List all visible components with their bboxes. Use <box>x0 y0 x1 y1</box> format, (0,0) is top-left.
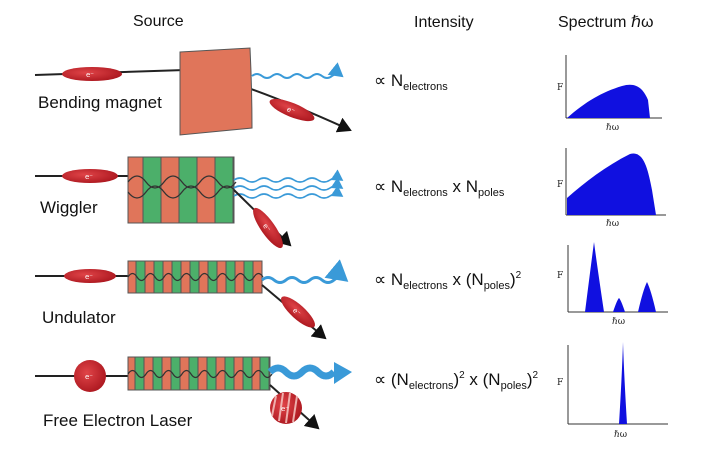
radiation-beam <box>267 364 337 380</box>
x-axis-label: ℏω <box>614 430 627 440</box>
electron-bunch: e⁻ <box>74 360 106 392</box>
radiation-wave <box>233 169 344 183</box>
electron-label: e⁻ <box>86 71 94 79</box>
radiation-wave <box>233 185 344 199</box>
spectrum-peak <box>613 298 625 312</box>
electron-bunch-deflected: e⁻ <box>269 98 315 122</box>
spectrum-curve <box>567 153 656 215</box>
electron-bunch-deflected: e⁻ <box>270 392 302 424</box>
spectrum-plot: F ℏω <box>557 148 666 229</box>
header-source: Source <box>133 13 184 30</box>
row-undulator: e⁻ e⁻ Undulator ∝ Nelectrons x (Npoles)2 <box>35 242 668 340</box>
radiation-wave <box>233 177 344 191</box>
source-label: Bending magnet <box>38 93 162 112</box>
radiation-wave <box>251 62 344 79</box>
fel-magnet-array <box>127 356 273 391</box>
electron-bunch: e⁻ <box>64 269 116 283</box>
wiggler-magnet-array <box>127 156 237 224</box>
spectrum-plot: F ℏω <box>557 342 668 440</box>
intensity-formula: ∝ Nelectrons <box>374 71 448 93</box>
svg-text:e⁻: e⁻ <box>285 105 296 116</box>
electron-bunch: e⁻ <box>62 169 118 183</box>
y-axis-label: F <box>557 271 563 281</box>
header-intensity: Intensity <box>414 14 474 31</box>
svg-text:e⁻: e⁻ <box>291 306 303 318</box>
svg-text:e⁻: e⁻ <box>85 173 93 181</box>
intensity-formula: ∝ Nelectrons x Npoles <box>374 177 505 199</box>
radiation-wave <box>261 259 349 284</box>
svg-text:e⁻: e⁻ <box>85 373 93 381</box>
bending-magnet-block <box>179 47 253 136</box>
spectrum-peak <box>619 342 627 424</box>
source-label: Free Electron Laser <box>43 411 193 430</box>
svg-text:e⁻: e⁻ <box>85 273 93 281</box>
electron-bunch-deflected: e⁻ <box>253 207 283 249</box>
electron-bunch-deflected: e⁻ <box>280 296 316 328</box>
x-axis-label: ℏω <box>612 317 625 327</box>
source-label: Wiggler <box>40 198 98 217</box>
spectrum-plot: F ℏω <box>557 242 668 327</box>
y-axis-label: F <box>557 378 563 388</box>
source-label: Undulator <box>42 308 116 327</box>
row-free-electron-laser: e⁻ e⁻ Free Electron Las <box>35 342 668 440</box>
spectrum-peak <box>585 242 604 312</box>
spectrum-plot: F ℏω <box>557 55 662 133</box>
y-axis-label: F <box>557 83 563 93</box>
radiation-beam-head <box>334 362 352 384</box>
row-bending-magnet: e⁻ e⁻ Bending magnet ∝ Nelectrons F ℏω <box>34 47 662 136</box>
x-axis-label: ℏω <box>606 219 619 229</box>
intensity-formula: ∝ Nelectrons x (Npoles)2 <box>374 270 522 292</box>
spectrum-peak <box>638 282 656 312</box>
x-axis-label: ℏω <box>606 123 619 133</box>
header-spectrum: Spectrum ℏω <box>558 14 654 31</box>
row-wiggler: e⁻ e⁻ Wiggler ∝ Nelectrons x Npoles <box>35 148 666 249</box>
intensity-formula: ∝ (Nelectrons)2 x (Npoles)2 <box>374 370 539 392</box>
svg-text:e⁻: e⁻ <box>281 405 289 413</box>
y-axis-label: F <box>557 180 563 190</box>
spectrum-curve <box>567 84 650 118</box>
undulator-magnet-array <box>127 260 264 294</box>
svg-text:e⁻: e⁻ <box>261 222 272 233</box>
electron-bunch: e⁻ <box>62 67 122 81</box>
